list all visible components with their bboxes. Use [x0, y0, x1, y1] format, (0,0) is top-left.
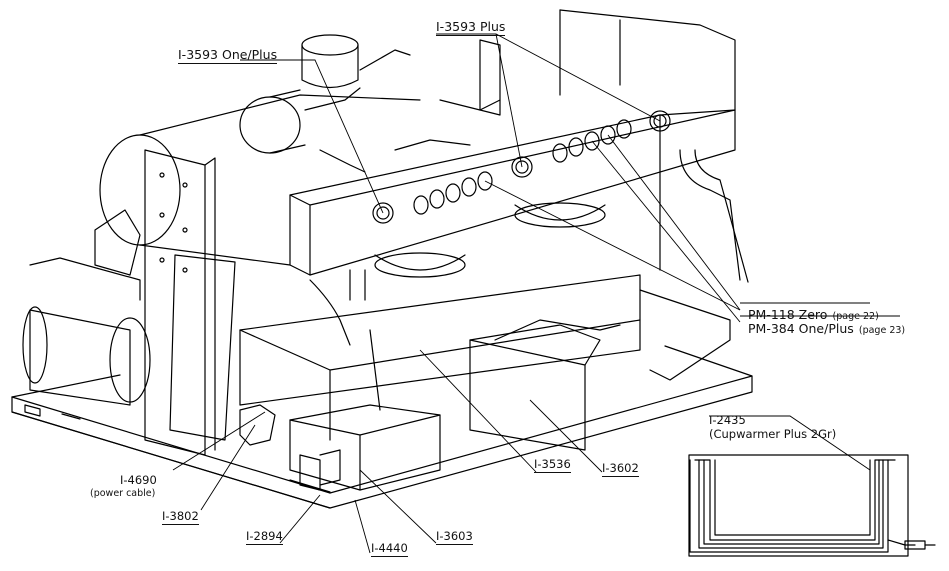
callout-i3593-one-plus: I-3593 One/Plus — [178, 47, 278, 64]
pm118-page: (page 22) — [832, 311, 879, 322]
boiler — [99, 94, 421, 266]
callout-i4440: I-4440 — [371, 541, 408, 557]
callout-i3802: I-3802 — [162, 509, 199, 525]
callout-pm118: PM-118 Zero (page 22) — [748, 306, 879, 322]
pm118-label: PM-118 Zero — [748, 307, 828, 322]
callout-i4690: I-4690 — [120, 473, 157, 487]
cupwarmer-element — [688, 454, 936, 557]
callout-i2894: I-2894 — [246, 529, 283, 545]
top-components — [239, 34, 501, 173]
pm384-page: (page 23) — [858, 325, 906, 336]
callout-i4690-desc: (power cable) — [90, 488, 156, 499]
callout-pm384: PM-384 One/Plus (page 23) — [748, 320, 905, 336]
callout-i3603: I-3603 — [436, 529, 473, 545]
side-bracket — [94, 149, 236, 456]
lower-boxes — [239, 404, 441, 491]
callout-i3536: I-3536 — [534, 457, 571, 473]
pm384-label: PM-384 One/Plus — [748, 321, 854, 336]
callout-i2435: I-2435 — [709, 413, 746, 427]
pump-motor — [22, 257, 151, 406]
electronics-tray — [239, 274, 731, 451]
callout-i3593-plus: I-3593 Plus — [436, 19, 506, 36]
base-plate — [11, 345, 753, 509]
group-head-frame — [289, 9, 749, 283]
leader-lines — [172, 33, 900, 554]
callout-i2435-desc: (Cupwarmer Plus 2Gr) — [709, 427, 837, 441]
group-heads — [309, 202, 606, 411]
callout-i3602: I-3602 — [602, 461, 639, 477]
